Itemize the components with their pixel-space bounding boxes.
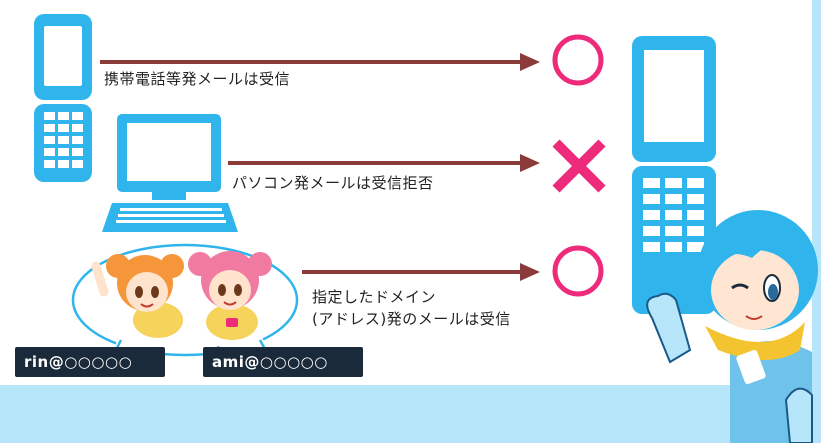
label-domain-line1: 指定したドメイン: [312, 288, 437, 306]
label-mobile-mail-accepted: 携帯電話等発メールは受信: [104, 70, 291, 88]
desktop-pc-icon: [102, 114, 238, 232]
circle-ok-icon: [552, 245, 604, 297]
address-badge-ami: ami@○○○○○: [203, 347, 363, 377]
arrow-mobile: [100, 53, 540, 71]
label-pc-mail-rejected: パソコン発メールは受信拒否: [232, 174, 434, 192]
cross-ng-icon: [552, 139, 606, 193]
right-stripe: [812, 0, 821, 385]
circle-ok-icon: [552, 34, 604, 86]
arrow-pc: [228, 154, 540, 172]
label-domain-accepted: 指定したドメイン (アドレス)発のメールは受信: [312, 286, 511, 330]
label-domain-line2: (アドレス)発のメールは受信: [312, 310, 511, 328]
girl-rin-illustration: [91, 254, 184, 338]
smartphone-receiver-icon: [632, 36, 716, 314]
flip-phone-icon: [34, 14, 92, 182]
address-badge-rin: rin@○○○○○: [15, 347, 165, 377]
bottom-band: [0, 385, 821, 443]
girl-ami-illustration: [188, 251, 272, 340]
mascot-illustration: [646, 210, 818, 443]
arrow-domain: [302, 263, 540, 281]
